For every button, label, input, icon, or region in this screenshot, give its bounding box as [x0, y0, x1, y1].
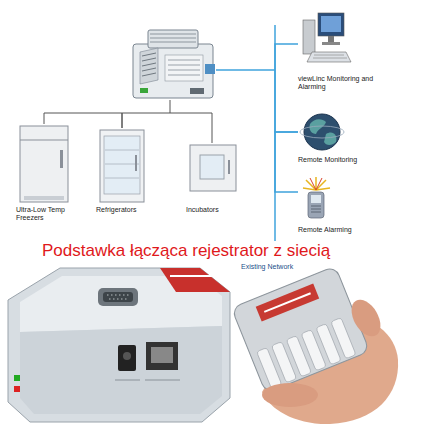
refrigerator-icon-part	[105, 150, 139, 178]
hand-logger-photo-part-part	[256, 284, 319, 322]
network-device-node: Remote Monitoring	[298, 110, 416, 164]
sensor-wire	[122, 113, 212, 143]
base-station-photo-part	[118, 345, 136, 371]
alarm-phone-icon-part	[310, 178, 322, 190]
hand-logger-photo-part-part	[257, 318, 356, 389]
freezer-icon-part	[24, 196, 64, 200]
sensor-wire-part	[170, 100, 171, 113]
hand-logger-photo-part	[231, 266, 369, 393]
network-bus-part	[216, 69, 275, 71]
base-station-photo-part	[123, 352, 131, 360]
incubator-icon	[190, 145, 236, 191]
alarm-phone-icon-part	[311, 195, 321, 203]
base-station-photo-part	[107, 295, 129, 299]
globe-icon-part	[300, 126, 344, 138]
freezer-icon-part	[20, 126, 68, 202]
logger-hub-part	[140, 48, 158, 84]
base-station-photo	[8, 268, 230, 422]
logger-hub-part	[205, 64, 215, 74]
sensor-wire	[44, 113, 122, 128]
base-station-photo-part	[20, 326, 222, 414]
alarm-phone-icon	[303, 177, 330, 218]
storage-unit-node: Incubators	[186, 143, 244, 214]
refrigerator-icon	[100, 130, 144, 202]
network-connector	[275, 44, 298, 132]
network-bus	[216, 25, 275, 258]
logger-hub-part	[140, 88, 148, 93]
refrigerator-icon-part	[100, 130, 144, 202]
node-label: Remote Monitoring	[298, 156, 416, 164]
computer-icon-part	[321, 16, 341, 32]
base-station-photo-part	[115, 380, 180, 381]
network-device-node: Remote Alarming	[298, 178, 416, 234]
hand-logger-photo-part-part-part	[331, 318, 356, 359]
incubator-icon-part	[190, 145, 236, 191]
logger-hub-part	[150, 34, 196, 42]
hand-logger-photo-part-part	[231, 266, 369, 393]
node-label: Refrigerators	[96, 206, 154, 214]
refrigerator-icon-part	[135, 155, 137, 171]
hand-logger-photo-part	[346, 295, 387, 342]
freezer-icon-part	[20, 140, 68, 141]
incubator-icon-part	[228, 160, 230, 174]
hand-logger-photo	[231, 266, 398, 424]
photo-caption: Podstawka łącząca rejestrator z siecią	[40, 241, 332, 261]
logger-hub-part	[142, 53, 156, 76]
logger-hub-part	[133, 44, 213, 98]
base-station-photo-part	[151, 347, 173, 363]
node-label: Remote Alarming	[298, 226, 416, 234]
refrigerator-icon-part	[104, 136, 140, 194]
base-station-photo-part	[14, 386, 20, 392]
incubator-icon-part	[200, 155, 224, 179]
alarm-phone-icon-part	[311, 206, 321, 212]
globe-icon-part	[304, 114, 340, 150]
node-label: Ultra-Low Temp Freezers	[16, 206, 80, 222]
computer-icon	[303, 13, 351, 62]
base-station-photo-part	[103, 292, 133, 302]
base-station-photo-part	[160, 268, 230, 292]
node-label: viewLinc Monitoring and Alarming	[298, 75, 394, 91]
computer-icon-part	[318, 13, 344, 36]
node-label: Incubators	[186, 206, 244, 214]
logger-hub-part	[168, 60, 200, 75]
logger-hub	[133, 30, 215, 98]
sensor-wire	[170, 100, 171, 113]
base-station-photo-part	[170, 275, 214, 277]
globe-icon-part	[324, 132, 336, 145]
freezer-icon-part	[60, 150, 63, 168]
freezer-icon	[20, 126, 68, 202]
globe-icon	[300, 114, 344, 150]
storage-unit-node: Ultra-Low Temp Freezers	[16, 124, 80, 222]
logger-hub-part	[190, 88, 204, 94]
base-station-photo-part	[146, 342, 178, 370]
base-station-photo-part	[8, 268, 230, 422]
logger-hub-part	[148, 30, 198, 48]
computer-icon-part	[328, 36, 334, 42]
computer-icon-part	[303, 20, 315, 54]
hand-logger-photo-part	[262, 383, 318, 407]
logger-hub-part	[165, 55, 203, 81]
network-device-node: viewLinc Monitoring and Alarming	[298, 12, 394, 91]
alarm-phone-icon-part	[303, 177, 330, 190]
computer-icon-part	[307, 52, 351, 62]
storage-unit-node: Refrigerators	[96, 128, 154, 214]
network-connector	[275, 132, 298, 192]
base-station-photo-part	[14, 375, 20, 381]
base-station-photo-part	[98, 288, 138, 306]
computer-icon-part	[313, 55, 347, 58]
computer-icon-part	[322, 42, 340, 45]
network-label: Existing Network	[240, 263, 294, 271]
alarm-phone-icon-part	[308, 192, 324, 218]
hand-logger-photo-part-part	[264, 293, 310, 312]
